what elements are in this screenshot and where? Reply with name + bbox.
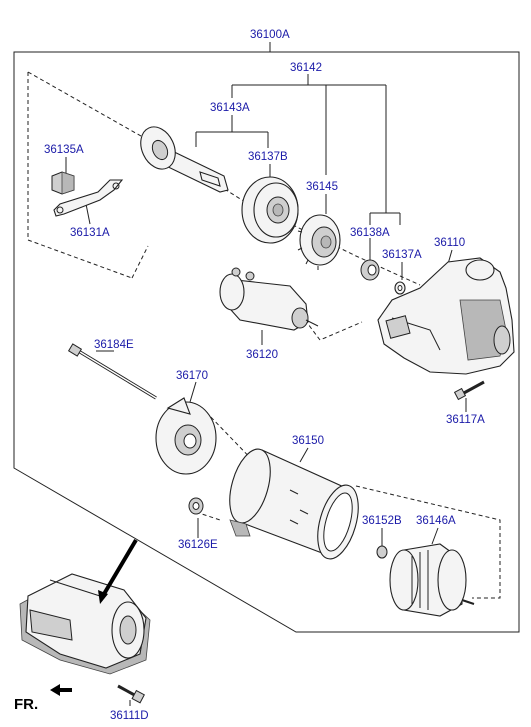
front-direction-indicator: FR. [14, 684, 72, 713]
label-36111D[interactable]: 36111D [110, 710, 149, 722]
part-36138A-seal-ring[interactable] [360, 259, 380, 281]
label-36145[interactable]: 36145 [306, 181, 338, 193]
part-36135A-cap[interactable] [51, 171, 75, 195]
label-36120[interactable]: 36120 [246, 349, 278, 361]
part-36152B-washer[interactable] [376, 545, 388, 559]
part-36146A-planet-gear-set[interactable] [389, 543, 475, 617]
part-36131A-shift-lever[interactable] [53, 179, 124, 217]
label-36152B[interactable]: 36152B [362, 515, 402, 527]
label-36143A[interactable]: 36143A [210, 102, 250, 114]
label-36137B[interactable]: 36137B [248, 151, 288, 163]
label-36138A[interactable]: 36138A [350, 227, 390, 239]
part-36126E-grommet[interactable] [188, 497, 204, 515]
label-36131A[interactable]: 36131A [70, 227, 110, 239]
part-36111D-mounting-bolt[interactable] [117, 684, 145, 704]
part-36143A-armature-shaft[interactable] [134, 121, 229, 193]
direction-label: FR. [14, 696, 38, 713]
assembly-frame [13, 51, 520, 633]
part-36137B-gear[interactable] [241, 176, 299, 244]
part-36117A-bolt[interactable] [453, 380, 485, 401]
part-36150-yoke-assembly[interactable] [222, 445, 366, 564]
label-36110[interactable]: 36110 [434, 237, 465, 249]
label-36135A[interactable]: 36135A [44, 144, 84, 156]
part-36120-solenoid[interactable] [219, 267, 319, 331]
part-36110-front-housing[interactable] [377, 257, 515, 375]
part-36184E-through-bolt[interactable] [67, 343, 157, 400]
label-36170[interactable]: 36170 [176, 370, 208, 382]
starter-assembly-illustration [19, 538, 151, 675]
label-36146A[interactable]: 36146A [416, 515, 456, 527]
leader-36143A [195, 115, 269, 148]
leader-36142 [231, 74, 387, 213]
arrow-left-icon [50, 684, 72, 696]
label-36184E[interactable]: 36184E [94, 339, 134, 351]
label-36100A[interactable]: 36100A [250, 29, 290, 41]
part-36137A-washer[interactable] [394, 281, 406, 295]
leader-36138A [369, 212, 401, 262]
label-36142[interactable]: 36142 [290, 62, 322, 74]
label-36150[interactable]: 36150 [292, 435, 324, 447]
label-36126E[interactable]: 36126E [178, 539, 218, 551]
part-36170-rear-cover[interactable] [155, 397, 217, 475]
label-36117A[interactable]: 36117A [446, 414, 485, 426]
part-36145-pinion-gear[interactable] [297, 214, 341, 270]
label-36137A[interactable]: 36137A [382, 249, 422, 261]
